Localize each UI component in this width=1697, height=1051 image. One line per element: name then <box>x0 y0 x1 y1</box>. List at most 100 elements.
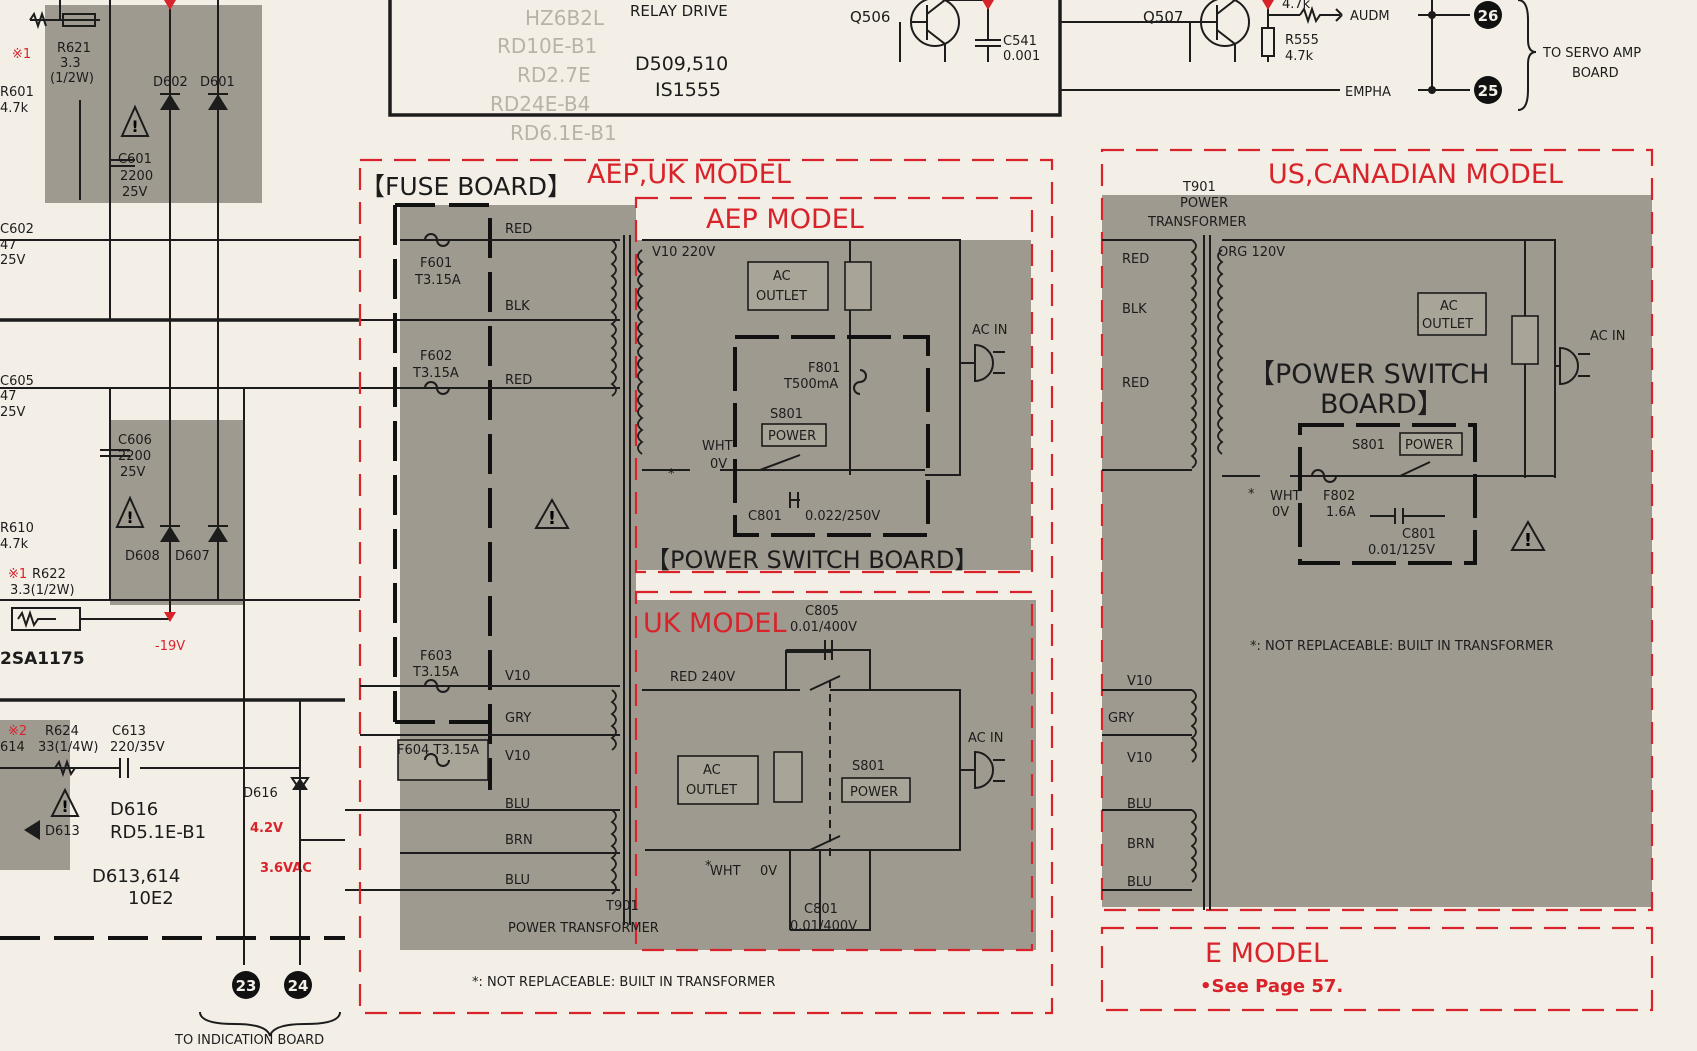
mark-1: ※1 <box>12 47 31 62</box>
q-2sa1175-label: 2SA1175 <box>0 649 85 669</box>
c601-value: 2200 <box>120 169 153 184</box>
f604-label: F604 T3.15A <box>397 743 479 758</box>
c606-volt: 25V <box>120 465 146 480</box>
us-psb-label-2: BOARD】 <box>1320 389 1444 420</box>
d613-label: D613 <box>45 824 80 839</box>
uk-model-label: UK MODEL <box>643 608 787 639</box>
r555-value: 4.7k <box>1285 49 1314 64</box>
wire-red: RED <box>505 222 532 237</box>
us-model-label: US,CANADIAN MODEL <box>1268 159 1563 190</box>
wire-blu2: BLU <box>505 873 530 888</box>
us-psb-label-1: 【POWER SWITCH <box>1248 359 1490 390</box>
r624-label: R624 <box>45 724 79 739</box>
connector-26-icon <box>1474 1 1502 29</box>
d613-614-label: D613,614 <box>92 866 180 887</box>
d607-label: D607 <box>175 549 210 564</box>
v36-label: 3.6VAC <box>260 861 312 876</box>
ac-outlet-label-2: OUTLET <box>756 289 807 304</box>
uk-ac-outlet-label-2: OUTLET <box>686 783 737 798</box>
ghost-text-5: RD6.1E-B1 <box>510 121 617 145</box>
mark-2: ※2 <box>8 724 27 739</box>
wht-label: WHT <box>702 439 733 454</box>
us-power-sw-label: POWER <box>1405 438 1453 453</box>
us-0v-label: 0V <box>1272 505 1289 520</box>
d616-diode-icon <box>292 778 308 790</box>
top-relay-section: RELAY DRIVE D509,510 IS1555 HZ6B2L RD10E… <box>388 0 1641 145</box>
r621-watt: (1/2W) <box>50 71 94 86</box>
uk-ac-outlet-icon <box>773 751 803 803</box>
r-top-value: 4.7k <box>1282 0 1311 12</box>
c805-value: 0.01/400V <box>790 620 857 635</box>
c602-value: 47 <box>0 238 17 253</box>
wire-v10: V10 <box>505 669 530 684</box>
wire-v10b: V10 <box>505 749 530 764</box>
d602-label: D602 <box>153 75 188 90</box>
r621-label: R621 <box>57 41 91 56</box>
neg19v-label: -19V <box>155 639 185 654</box>
red-240-label: RED 240V <box>670 670 735 685</box>
us-ac-outlet-label-2: OUTLET <box>1422 317 1473 332</box>
t901-label: T901 <box>605 899 639 914</box>
us-wire-blu2: BLU <box>1127 875 1152 890</box>
us-s801-label: S801 <box>1352 438 1385 453</box>
wire-gry: GRY <box>505 711 531 726</box>
empha-label: EMPHA <box>1345 85 1391 100</box>
uk-wht-label: WHT <box>710 864 741 879</box>
aep-uk-model-label: AEP,UK MODEL <box>587 159 791 190</box>
c601-volt: 25V <box>122 185 148 200</box>
r624-value: 33(1/4W) <box>38 740 98 755</box>
us-ac-outlet-icon <box>1511 315 1539 365</box>
us-transformer-label: TRANSFORMER <box>1147 215 1247 230</box>
wire-blu: BLU <box>505 797 530 812</box>
is1555-label: IS1555 <box>655 79 721 101</box>
connector-26-label: 26 <box>1478 7 1499 25</box>
c602-label: C602 <box>0 222 34 237</box>
d601-label: D601 <box>200 75 235 90</box>
d602-diode-icon <box>160 94 180 110</box>
uk-c801-label: C801 <box>804 902 838 917</box>
e-model-section: E MODEL •See Page 57. <box>1100 926 1654 1012</box>
ghost-text-2: RD10E-B1 <box>497 34 597 58</box>
c801-label: C801 <box>748 509 782 524</box>
d601-diode-icon <box>208 94 228 110</box>
r622-label: R622 <box>32 567 66 582</box>
zero-v-label: 0V <box>710 457 727 472</box>
d509-label: D509,510 <box>635 53 728 75</box>
us-wire-blu: BLU <box>1127 797 1152 812</box>
to-indication-label: TO INDICATION BOARD <box>174 1033 324 1048</box>
c613-label: C613 <box>112 724 146 739</box>
d616-part: RD5.1E-B1 <box>110 822 206 843</box>
warning-triangle-icon <box>534 497 570 529</box>
org-120-label: ORG 120V <box>1218 245 1285 260</box>
us-wht-label: WHT <box>1270 489 1301 504</box>
ghost-text-3: RD2.7E <box>517 63 591 87</box>
c605-value: 47 <box>0 389 17 404</box>
uk-ac-in-label: AC IN <box>968 731 1003 746</box>
us-canadian-section: US,CANADIAN MODEL T901 POWER TRANSFORMER… <box>1100 148 1654 912</box>
c606-label: C606 <box>118 433 152 448</box>
c602-volt: 25V <box>0 253 26 268</box>
wire-brn: BRN <box>505 833 533 848</box>
power-switch-board-label: 【POWER SWITCH BOARD】 <box>646 546 978 574</box>
d607-diode-icon <box>208 526 228 542</box>
c541-label: C541 <box>1003 34 1037 49</box>
warning-triangle-icon <box>115 495 145 528</box>
uk-s801-label: S801 <box>852 759 885 774</box>
us-wire-gry: GRY <box>1108 711 1134 726</box>
warning-triangle-icon <box>50 787 80 817</box>
c606-value: 2200 <box>118 449 151 464</box>
c801-value: 0.022/250V <box>805 509 880 524</box>
f603-label: F603 <box>420 649 452 664</box>
connector-24-label: 24 <box>288 977 309 995</box>
q507-label: Q507 <box>1143 8 1183 26</box>
q506-label: Q506 <box>850 8 890 26</box>
v10-220-label: V10 220V <box>652 245 715 260</box>
uk-ac-outlet-label-1: AC <box>703 763 721 778</box>
us-wire-red2: RED <box>1122 376 1149 391</box>
us-c801-value: 0.01/125V <box>1368 543 1435 558</box>
f602-value: T3.15A <box>412 366 459 381</box>
star-aep: * <box>668 467 675 482</box>
power-label: POWER <box>768 429 816 444</box>
us-wire-v10b: V10 <box>1127 751 1152 766</box>
